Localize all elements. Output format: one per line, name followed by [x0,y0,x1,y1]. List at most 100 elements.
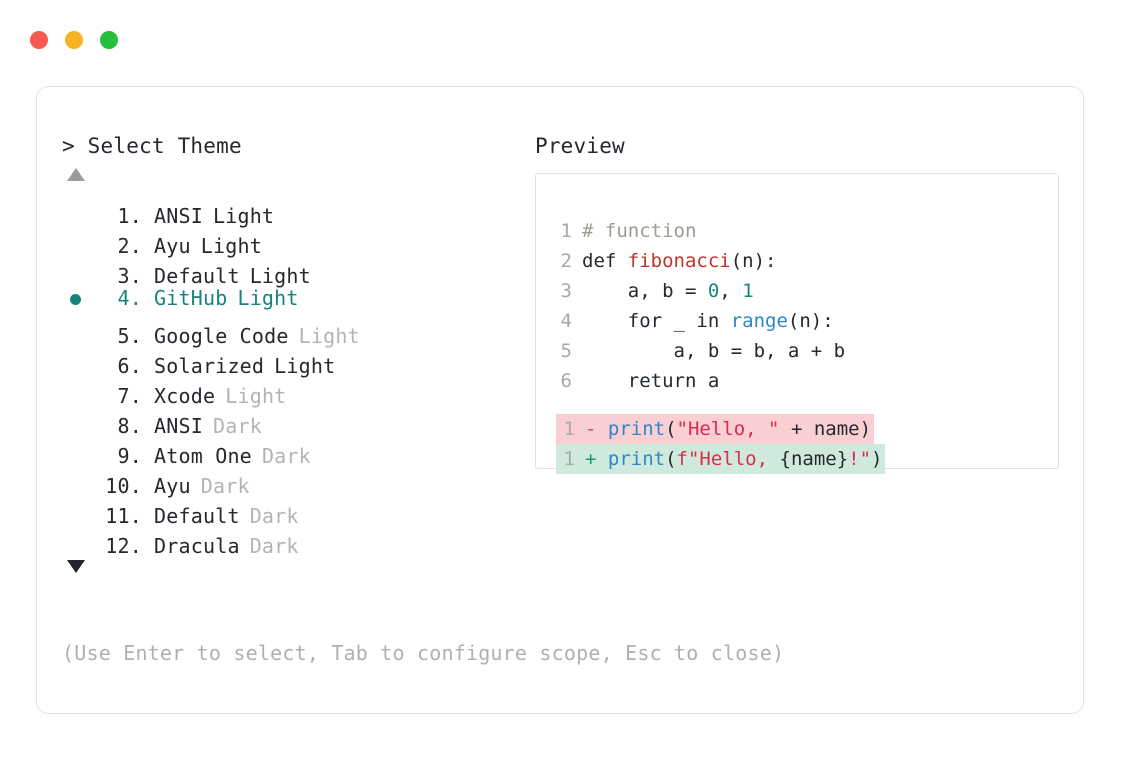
code-line: 6 return a [556,366,885,396]
line-number: 1 [563,448,575,470]
selection-bullet-cell [62,193,88,223]
code-token: (n): [787,310,834,332]
theme-list-item[interactable]: 1. ANSI Light [62,193,532,228]
theme-variant: Dark [261,444,311,468]
code-token: 1 [742,280,754,302]
theme-list-item[interactable]: 5. Google Code Light [62,313,532,348]
scroll-up-icon[interactable] [67,168,85,181]
code-token: a, b = [582,280,708,302]
theme-index: 11. [105,504,142,528]
selection-bullet-cell [62,373,88,403]
code-token: print [607,418,666,440]
code-spacer [556,396,885,414]
theme-index: 1. [117,204,142,228]
theme-variant: Light [212,204,275,228]
close-button[interactable] [30,31,48,49]
selection-bullet-cell [62,253,88,283]
code-token: 0 [707,280,720,302]
page-title: > Select Theme [62,134,242,158]
selection-bullet-cell [62,223,88,253]
code-line: 3 a, b = 0, 1 [556,276,885,306]
code-token: # function [582,220,697,242]
line-number: 6 [560,370,572,392]
code-line: 2 def fibonacci(n): [556,246,885,276]
code-token: range [730,310,788,332]
selection-bullet-cell [62,343,88,373]
theme-name: Atom One [154,444,252,468]
code-token: def [582,250,628,272]
theme-variant: Dark [200,474,250,498]
scroll-down-icon[interactable] [67,560,85,573]
theme-variant: Light [249,264,311,288]
diff-line-add: 1+ print(f"Hello, {name}!") [556,444,886,474]
theme-index: 3. [117,264,142,288]
line-number: 5 [560,340,572,362]
theme-name: Google Code [154,324,289,348]
code-token: + name) [779,418,872,440]
theme-index: 10. [105,474,142,498]
theme-variant: Light [298,324,360,348]
maximize-button[interactable] [100,31,118,49]
code-token: fibonacci [627,250,731,272]
preview-title: Preview [535,134,625,158]
code-token: ) [871,448,883,470]
theme-name: Xcode [154,384,216,408]
line-number: 3 [560,280,572,302]
selection-bullet-cell [62,463,88,493]
minimize-button[interactable] [65,31,83,49]
theme-name: Dracula [154,534,240,558]
theme-index: 8. [117,414,142,438]
code-token: ( [665,418,677,440]
theme-index: 9. [117,444,142,468]
theme-list-item[interactable]: 8. ANSI Dark [62,403,532,438]
code-token: "Hello, " [676,418,780,440]
theme-variant: Light [225,384,287,408]
selection-bullet-cell [62,433,88,463]
theme-variant: Light [274,354,336,378]
theme-name: ANSI [154,204,203,228]
code-token: return a [582,370,720,392]
code-line: 1 # function [556,216,885,246]
theme-name: Solarized [154,354,265,378]
theme-index: 12. [105,534,142,558]
theme-index: 5. [117,324,142,348]
theme-name: Default [154,504,240,528]
code-line: 4 for _ in range(n): [556,306,885,336]
keyboard-hint: (Use Enter to select, Tab to configure s… [62,641,785,665]
line-number: 1 [560,220,572,242]
line-number: 4 [560,310,572,332]
theme-name: ANSI [154,414,203,438]
diff-highlight: 1+ print(f"Hello, {name}!") [556,444,886,474]
theme-list-item[interactable]: 9. Atom One Dark [62,433,532,468]
code-token: {name} [779,448,849,470]
theme-name: Ayu [154,234,191,258]
code-token: (n): [730,250,777,272]
code-token: , [719,280,743,302]
theme-variant: Light [237,286,299,310]
line-number: 2 [560,250,572,272]
theme-list-item[interactable]: 11. Default Dark [62,493,532,528]
theme-index: 2. [117,234,142,258]
theme-index: 4. [117,286,142,310]
code-token: f"Hello, [676,448,780,470]
code-token: ( [665,448,677,470]
theme-variant: Dark [249,504,299,528]
selection-bullet-cell [62,523,88,553]
theme-variant: Dark [212,414,262,438]
diff-sign: - [585,418,608,440]
window-titlebar [30,31,118,49]
code-line: 5 a, b = b, a + b [556,336,885,366]
diff-sign: + [585,448,608,470]
